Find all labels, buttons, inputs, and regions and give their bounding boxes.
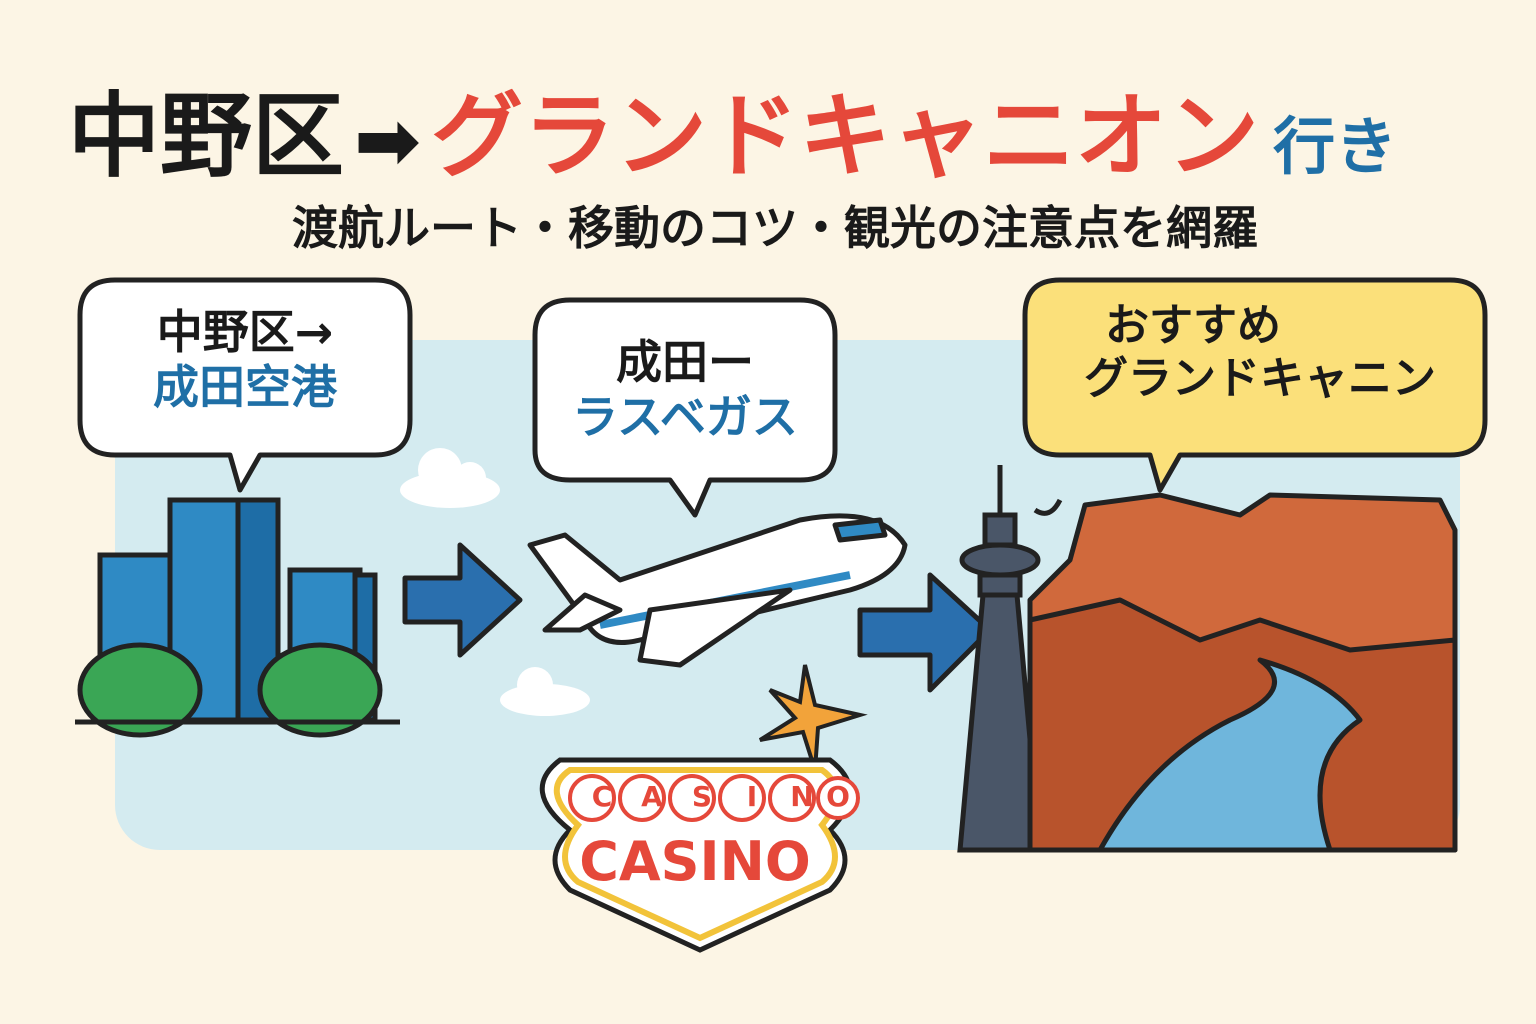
casino-letter: S [691,780,713,813]
casino-letter: A [641,780,663,813]
bubble-line1: 中野区→ [156,305,334,359]
casino-letter: O [826,780,850,813]
arrow-right-icon: ➡ [354,94,422,187]
page-title: 中野区➡グランドキャニオン行き [68,62,1397,195]
title-destination: グランドキャニオン [431,83,1260,190]
bubble-line1: 成田ー [616,335,754,389]
bubble-line2: グランドキャニン [1084,352,1436,404]
title-origin: 中野区 [68,83,345,190]
subtitle: 渡航ルート・移動のコツ・観光の注意点を網羅 [292,201,1258,255]
sparkle-star-icon [758,664,868,771]
casino-letter: C [591,780,613,813]
casino-letter: N [790,780,814,813]
speech-bubble [77,277,413,493]
speech-bubble [532,297,838,518]
city-buildings-icon [75,497,400,738]
stratosphere-tower-icon [957,465,1043,853]
bubble-narita-lasvegas: 成田ー ラスベガス [540,335,830,445]
casino-sign [539,757,860,953]
bubble-nakano-narita: 中野区→ 成田空港 [85,305,405,415]
title-suffix: 行き [1273,110,1398,183]
airplane-icon [527,513,908,668]
casino-letter: I [746,780,758,813]
bubble-line1: おすすめ [1105,300,1281,351]
bubble-line2: ラスベガス [572,390,798,445]
casino-main-text: CASINO [579,830,811,893]
speech-bubble [1022,277,1488,493]
grand-canyon-icon [1027,492,1458,853]
bubble-line2: 成田空港 [153,360,337,415]
bubble-recommended-canyon: おすすめ グランドキャニン [1040,300,1480,406]
arrow-right-icon [402,542,523,658]
cloud-icon [400,448,590,716]
arrow-right-icon [857,572,993,693]
